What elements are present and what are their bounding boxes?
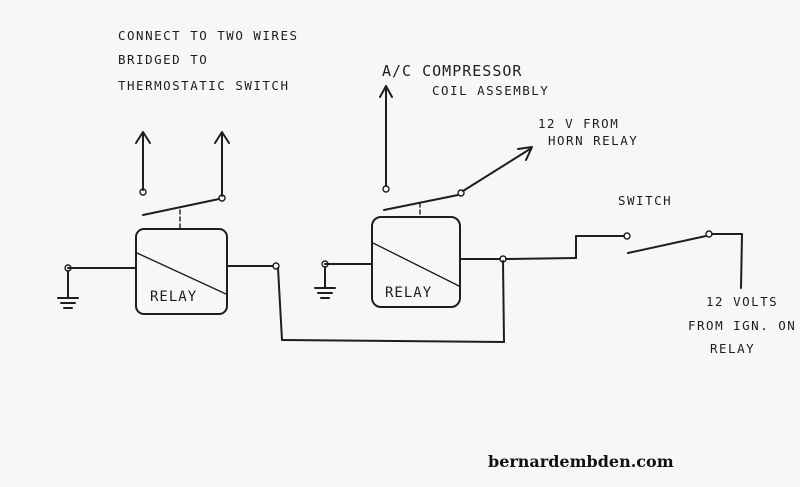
ign-label-line2: FROM IGN. ON [688,318,796,333]
ign-wire-drop [740,233,743,289]
bus-drop-left [277,267,283,341]
relay-2-box [371,216,461,308]
ign-label-line1: 12 VOLTS [706,294,778,309]
horn-label-line2: HORN RELAY [548,133,638,148]
relay-2: RELAY [371,216,461,308]
arrow-up-icon [135,131,151,144]
thermostat-label-line3: THERMOSTATIC SWITCH [118,78,290,93]
switch-blade [627,235,707,254]
watermark: bernardembden.com [488,452,674,471]
terminal-icon [457,189,465,197]
switch-label: SWITCH [618,193,672,208]
terminal-icon [382,185,390,193]
switch-circuit [459,230,743,289]
relay-1-coil-line [136,252,227,295]
relay-2-coil-line [372,242,460,287]
terminal-icon [139,188,147,196]
common-bus [226,260,505,343]
relay-1-ground [57,264,137,309]
arrow-up-icon [379,85,393,98]
thermostat-label-line1: CONNECT TO TWO WIRES [118,28,299,43]
relay-1-box [135,228,228,315]
relay-2-ground [314,260,373,299]
wire-to-switch [505,257,577,260]
relay-1-label: RELAY [150,289,197,305]
relay-2-contacts [379,85,533,217]
horn-label-line1: 12 V FROM [538,116,619,131]
bus-rise-right [502,260,505,343]
ign-label-line3: RELAY [710,341,755,356]
terminal-icon [623,232,631,240]
bus-bottom [281,339,505,343]
terminal-icon [218,194,226,202]
relay-2-label: RELAY [385,285,432,301]
terminal-icon [272,262,280,270]
arrow-up-right-icon [517,146,533,161]
relay-1-contacts [135,131,230,229]
relay-1-switch-blade [142,198,220,216]
relay-1: RELAY [135,228,228,315]
arrow-up-icon [214,131,230,144]
compressor-label-line1: A/C COMPRESSOR [382,62,522,80]
thermostat-label-line2: BRIDGED TO [118,52,208,67]
relay-2-switch-blade [383,194,459,211]
compressor-label-line2: COIL ASSEMBLY [432,83,549,98]
horn-relay-wire [462,148,531,192]
